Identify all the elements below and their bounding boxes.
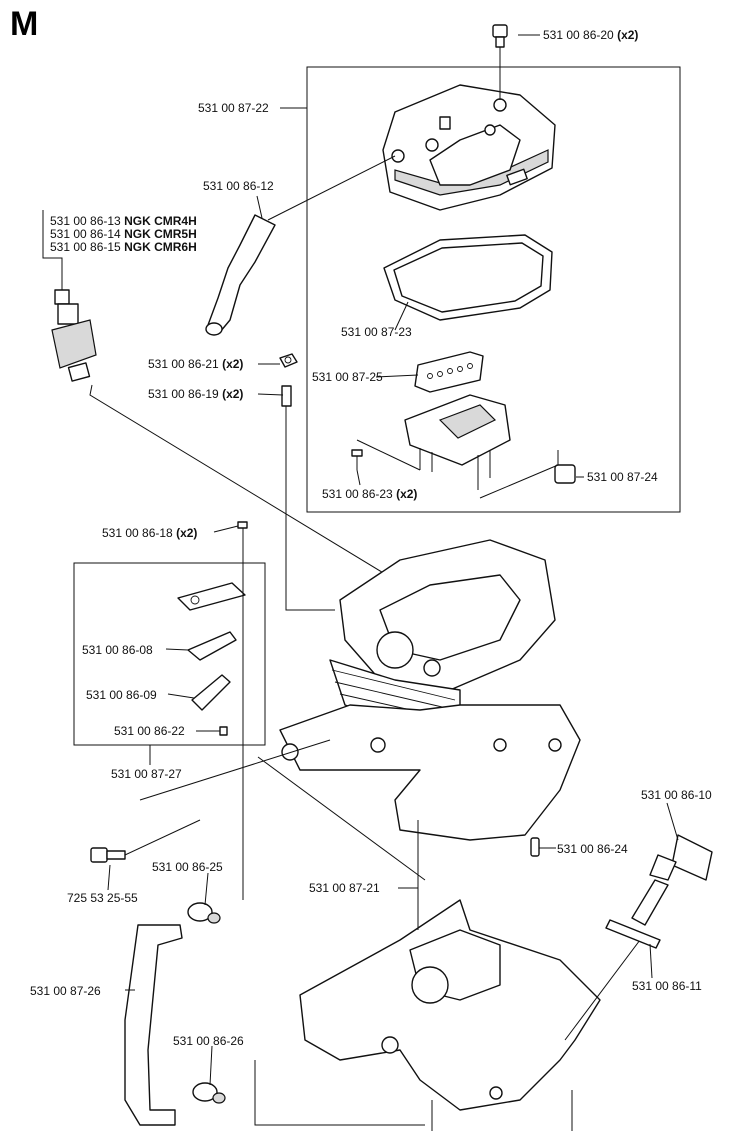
nut [279,353,298,368]
part-number: 531 00 86-09 [86,688,157,702]
label-rocker-kit: 531 00 87-27 [111,767,182,781]
part-number: 531 00 86-18 [102,526,173,540]
section-letter: M [10,5,39,43]
spark-plug [51,289,396,581]
part-number: 725 53 25-55 [67,891,138,905]
stud [281,385,335,611]
bracket [404,394,511,490]
small-screw [219,726,228,736]
label-pin: 531 00 86-24 [557,842,628,856]
quantity: (x2) [222,387,244,401]
label-clamp-lower: 531 00 86-26 [173,1034,244,1048]
valve-block [414,351,484,393]
part-number: 531 00 87-27 [111,767,182,781]
crankcase-upper [257,704,581,881]
part-number: 531 00 86-21 [148,357,219,371]
cover-screw [492,24,508,100]
part-number: 531 00 87-22 [198,101,269,115]
part-number: 531 00 87-21 [309,881,380,895]
bracket-screw [351,439,421,471]
cylinder-cover [382,84,556,211]
part-number: 531 00 86-19 [148,387,219,401]
label-small-screw: 531 00 86-22 [114,724,185,738]
quantity: (x2) [617,28,639,42]
quantity: (x2) [396,487,418,501]
bolt [90,739,331,863]
label-o-ring: 531 00 86-11 [632,979,702,993]
part-number: 531 00 86-08 [82,643,153,657]
hose [207,214,276,333]
cover-group-box [306,66,681,513]
label-bolt: 725 53 25-55 [67,891,138,905]
rocker-group-box [73,562,266,746]
label-spark-plug-3: 531 00 86-15 NGK CMR6H [50,240,197,254]
label-rocker-screw: 531 00 86-18 (x2) [102,526,197,540]
label-valve-block: 531 00 87-25 [312,370,383,384]
label-clamp-upper: 531 00 86-25 [152,860,223,874]
quantity: (x2) [222,357,244,371]
part-number: 531 00 86-15 [50,240,121,254]
plug-type: NGK CMR6H [124,240,197,254]
part-number: 531 00 86-14 [50,227,121,241]
part-number: 531 00 86-10 [641,788,712,802]
label-spark-plug-2: 531 00 86-14 NGK CMR5H [50,227,197,241]
hose-clamp-upper [187,902,221,924]
part-number: 531 00 86-26 [173,1034,244,1048]
part-number: 531 00 86-24 [557,842,628,856]
label-crankcase: 531 00 87-21 [309,881,380,895]
cylinder [329,539,556,726]
label-bracket-screw: 531 00 86-23 (x2) [322,487,417,501]
label-cover-screw: 531 00 86-20 (x2) [543,28,638,42]
label-nut: 531 00 86-21 (x2) [148,357,243,371]
part-number: 531 00 86-22 [114,724,185,738]
part-number: 531 00 87-26 [30,984,101,998]
quantity: (x2) [176,526,198,540]
spacer [479,450,576,499]
label-gasket: 531 00 87-23 [341,325,412,339]
label-spark-plug-1: 531 00 86-13 NGK CMR4H [50,214,197,228]
rocker-arm [191,674,231,711]
label-spacer: 531 00 87-24 [587,470,658,484]
crankcase-lower [299,899,641,1131]
label-hose: 531 00 86-12 [203,179,274,193]
part-number: 531 00 87-23 [341,325,412,339]
label-plate: 531 00 86-08 [82,643,153,657]
label-oil-plug: 531 00 86-10 [641,788,712,802]
plug-type: NGK CMR5H [124,227,197,241]
part-number: 531 00 86-23 [322,487,393,501]
breather-hose [124,924,183,1126]
label-cylinder-cover: 531 00 87-22 [198,101,269,115]
rocker-screw [237,521,248,900]
part-number: 531 00 86-25 [152,860,223,874]
part-number: 531 00 86-11 [632,979,702,993]
rocker-lever [187,631,237,661]
label-stud: 531 00 86-19 (x2) [148,387,243,401]
spark-plug-label-box [42,210,63,290]
plug-type: NGK CMR4H [124,214,197,228]
rocker-arm-plate [177,582,246,611]
part-number: 531 00 87-25 [312,370,383,384]
part-number: 531 00 87-24 [587,470,658,484]
oil-plug [605,834,713,949]
part-number: 531 00 86-20 [543,28,614,42]
part-number: 531 00 86-13 [50,214,121,228]
hose-clamp-lower [192,1060,425,1126]
leader-lines [107,34,679,1086]
label-lever: 531 00 86-09 [86,688,157,702]
part-number: 531 00 86-12 [203,179,274,193]
label-breather-hose: 531 00 87-26 [30,984,101,998]
pin [530,837,540,857]
